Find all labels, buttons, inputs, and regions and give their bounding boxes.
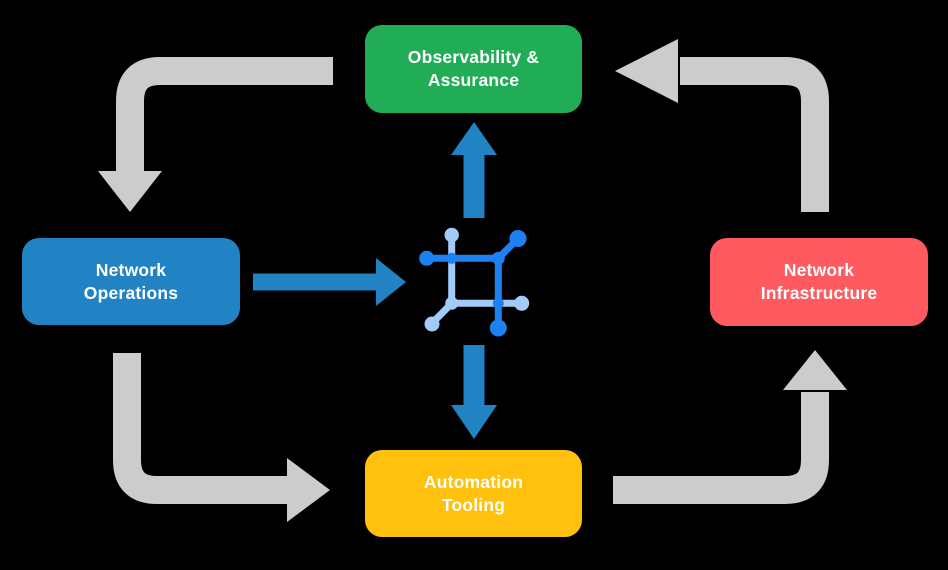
arrow-automation-to-infrastructure: [613, 350, 847, 504]
arrow-shaft: [613, 392, 829, 504]
arrow-operations-to-center: [253, 258, 406, 306]
arrow-shaft: [113, 353, 289, 504]
arrowhead-down: [451, 405, 497, 439]
node-network-operations: Network Operations: [22, 238, 240, 325]
arrowhead-up: [783, 350, 847, 390]
node-label-line1: Observability &: [407, 47, 540, 67]
arrow-operations-to-automation: [113, 353, 330, 522]
node-network-infrastructure: Network Infrastructure: [710, 238, 928, 326]
node-automation-tooling: Automation Tooling: [365, 450, 582, 537]
network-mesh-icon-light-strokes: [424, 227, 530, 332]
arrow-infrastructure-to-observability: [615, 39, 829, 212]
arrow-observability-to-operations: [98, 57, 333, 212]
node-label-line1: Network: [783, 260, 855, 280]
arrowhead-down: [98, 171, 162, 212]
network-mesh-icon: [419, 227, 530, 337]
node-label-line2: Infrastructure: [760, 283, 878, 303]
arrow-center-to-observability: [451, 122, 497, 218]
arrow-shaft: [116, 57, 333, 174]
arrowhead-right: [287, 458, 330, 522]
arrowhead-right: [376, 258, 406, 306]
node-observability-assurance: Observability & Assurance: [365, 25, 582, 113]
node-label-line2: Tooling: [441, 494, 506, 515]
arrowhead-up: [451, 122, 497, 155]
node-label-line2: Assurance: [427, 70, 520, 90]
arrowhead-left: [615, 39, 678, 103]
arrow-shaft: [680, 57, 829, 212]
arrow-center-to-automation: [451, 345, 497, 439]
node-label-line1: Automation: [423, 471, 524, 492]
network-mesh-icon-dark-strokes: [419, 230, 527, 337]
node-label-line2: Operations: [83, 282, 179, 303]
node-label-line1: Network: [95, 259, 167, 280]
